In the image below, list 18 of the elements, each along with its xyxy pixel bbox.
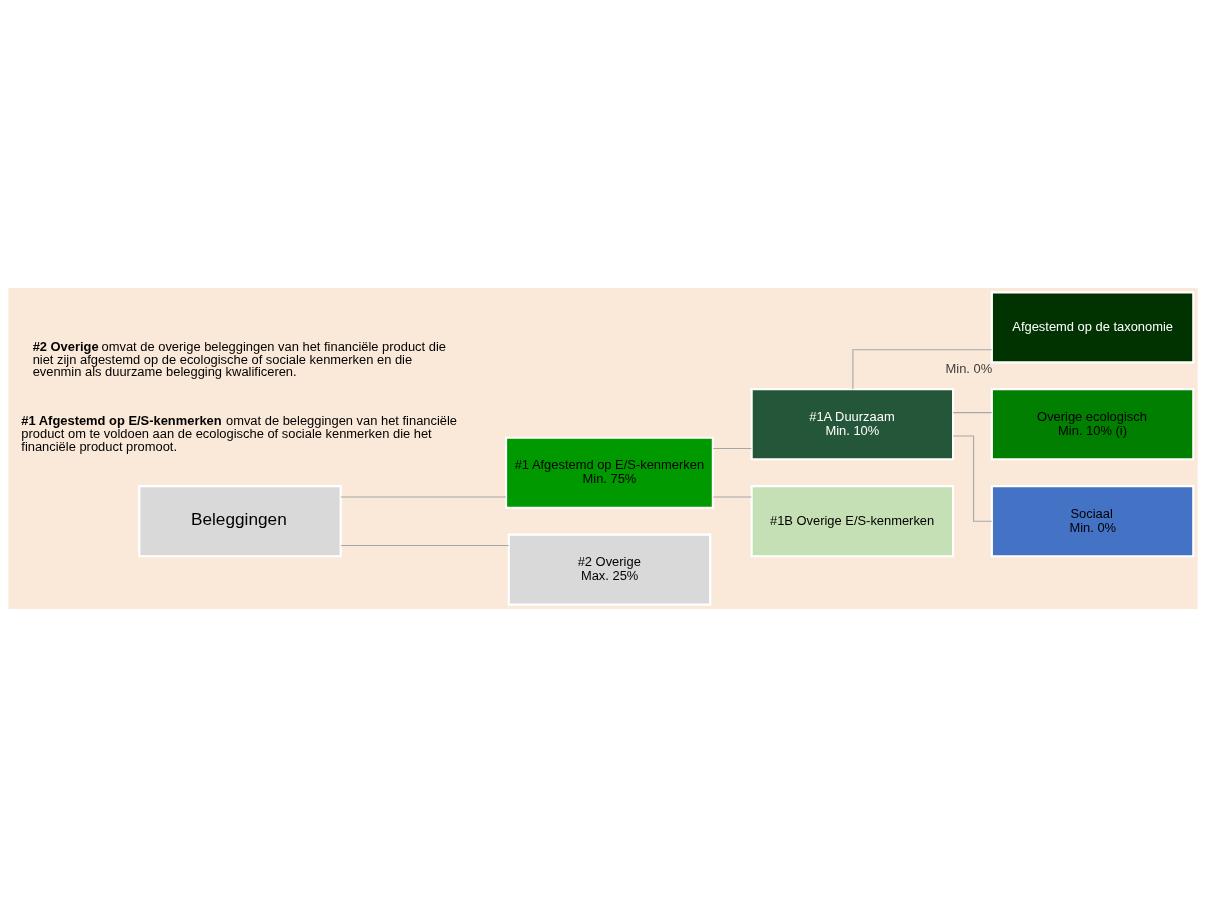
connector	[340, 496, 507, 498]
connector	[712, 447, 752, 450]
node-box: #1 Afgestemd op E/S-kenmerken Min. 75%	[504, 436, 714, 509]
connector	[852, 349, 993, 390]
node-box: #1B Overige E/S-kenmerken	[750, 485, 955, 558]
label: #2 Overige omvat de overige beleggingen van het financiële product die niet zijn afgestemd op de ecologische of sociale kenmerken en die evenmin als duurzame belegging kwalificeren.	[32, 338, 446, 380]
label: #1 Afgestemd op E/S-kenmerken omvat de beleggingen van het financiële product om te voldoen aan de ecologische of sociale kenmerken die het financiële product promoot.	[21, 412, 458, 454]
connector	[952, 412, 993, 414]
node-box: Overige ecologisch Min. 10% (i)	[990, 388, 1195, 461]
node-box: Sociaal Min. 0%	[990, 485, 1195, 558]
node-label: Min. 0%	[945, 360, 993, 376]
connector	[952, 435, 993, 522]
node-box: Afgestemd op de taxonomie	[990, 291, 1195, 364]
connector	[712, 496, 752, 498]
node-box: #1A Duurzaam Min. 10%	[750, 388, 955, 461]
node-box: #2 Overige Max. 25%	[507, 533, 712, 606]
node-box: Beleggingen	[138, 485, 342, 558]
connector	[340, 544, 510, 546]
